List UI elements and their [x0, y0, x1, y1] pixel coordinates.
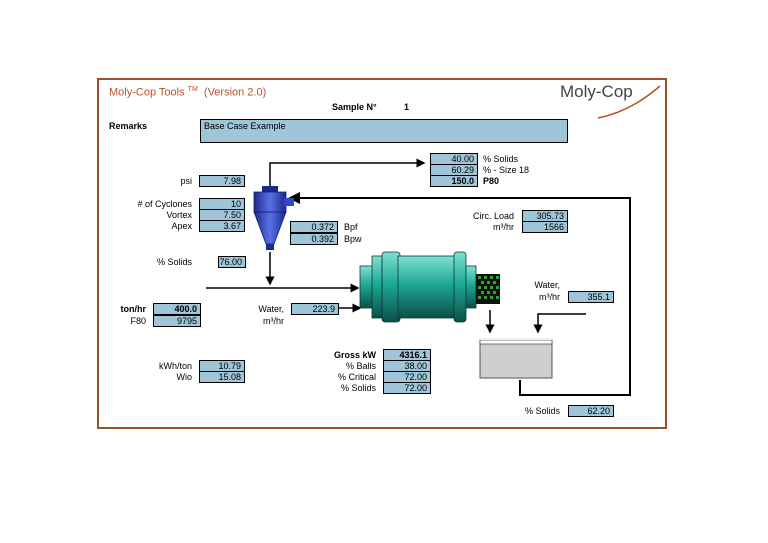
sump-water-field[interactable]: 355.1 — [568, 291, 614, 303]
circ-load-label: Circ. Load — [472, 211, 514, 221]
bpf-field[interactable]: 0.372 — [290, 221, 338, 233]
ton-hr-label: ton/hr — [120, 304, 147, 314]
critical-label: % Critical — [337, 372, 376, 382]
mill-solids-label: % Solids — [340, 383, 376, 393]
underflow-solids-field[interactable]: 76.00 — [218, 256, 246, 268]
balls-label: % Balls — [345, 361, 376, 371]
f80-label: F80 — [130, 316, 146, 326]
overflow-solids-label: % Solids — [483, 154, 519, 164]
recycle-line — [288, 192, 631, 396]
app-title: Moly-Cop Tools TM (Version 2.0) — [109, 86, 267, 99]
p80-field[interactable]: 150.0 — [430, 175, 478, 187]
cyclone-icon — [253, 186, 294, 250]
discharge-solids-label: % Solids — [524, 406, 560, 416]
f80-field[interactable]: 9795 — [153, 315, 201, 327]
sample-label: Sample N° — [332, 102, 377, 112]
bpw-field[interactable]: 0.392 — [290, 233, 338, 245]
remarks-field[interactable]: Base Case Example — [200, 119, 568, 143]
mill-solids-field[interactable]: 72.00 — [383, 382, 431, 394]
remarks-label: Remarks — [109, 121, 148, 131]
psi-label: psi — [180, 176, 192, 186]
mill-water-unit: m³/hr — [263, 316, 284, 326]
underflow-solids-label: % Solids — [156, 257, 192, 267]
discharge-solids-field[interactable]: 62.20 — [568, 405, 614, 417]
sample-value: 1 — [404, 102, 410, 112]
bpf-label: Bpf — [344, 222, 358, 232]
sump-tank-icon — [479, 338, 553, 379]
vortex-label: Vortex — [166, 210, 192, 220]
overflow-size-label: % - Size 18 — [483, 165, 530, 175]
wio-label: Wio — [176, 372, 193, 382]
num-cyclones-label: # of Cyclones — [137, 199, 192, 209]
circ-m3-label: m³/hr — [493, 222, 514, 232]
ball-mill-icon — [359, 251, 500, 323]
main-frame — [97, 78, 667, 429]
bpw-label: Bpw — [344, 234, 362, 244]
kwh-ton-label: kWh/ton — [158, 361, 192, 371]
sump-water-unit: m³/hr — [539, 292, 560, 302]
apex-label: Apex — [171, 221, 192, 231]
logo-swoosh — [597, 85, 661, 119]
sump-water-line — [533, 313, 586, 334]
mill-water-field[interactable]: 223.9 — [291, 303, 339, 315]
apex-field[interactable]: 3.67 — [199, 220, 245, 232]
gross-kw-label: Gross kW — [333, 350, 376, 360]
sump-water-label: Water, — [534, 280, 560, 290]
wio-field[interactable]: 15.08 — [199, 371, 245, 383]
p80-label: P80 — [483, 176, 500, 186]
circ-m3-field[interactable]: 1566 — [522, 221, 568, 233]
moly-cop-logo: Moly-Cop — [560, 82, 633, 101]
psi-field[interactable]: 7.98 — [199, 175, 245, 187]
ton-hr-field[interactable]: 400.0 — [153, 303, 201, 315]
mill-water-label: Water, — [258, 304, 284, 314]
overflow-line — [269, 158, 426, 186]
